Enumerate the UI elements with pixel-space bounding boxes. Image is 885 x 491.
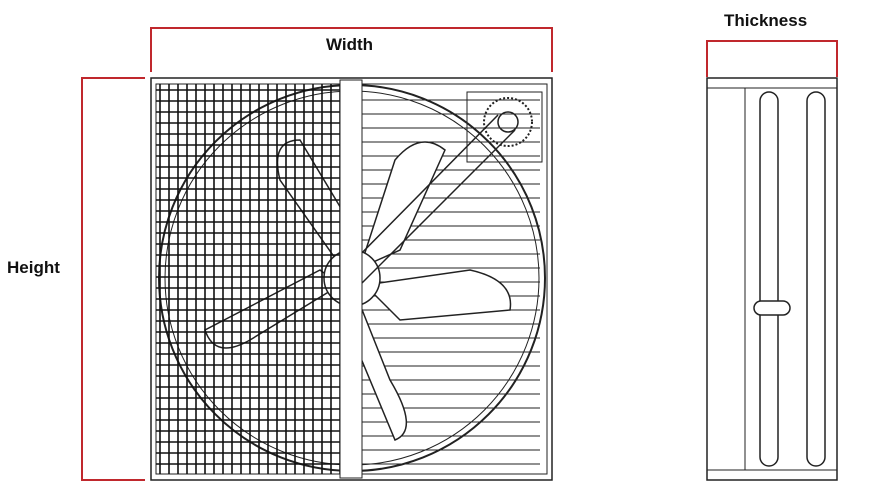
motor-pulley — [483, 97, 533, 147]
width-bracket — [150, 27, 553, 72]
fan-side-view — [706, 77, 838, 481]
grille — [156, 84, 342, 474]
thickness-label: Thickness — [724, 11, 808, 30]
height-label: Height — [7, 258, 60, 277]
height-bracket — [81, 77, 145, 481]
fan-front-view — [150, 77, 553, 481]
dimension-lines — [81, 27, 838, 481]
thickness-bracket — [706, 40, 838, 77]
width-label: Width — [326, 35, 374, 54]
